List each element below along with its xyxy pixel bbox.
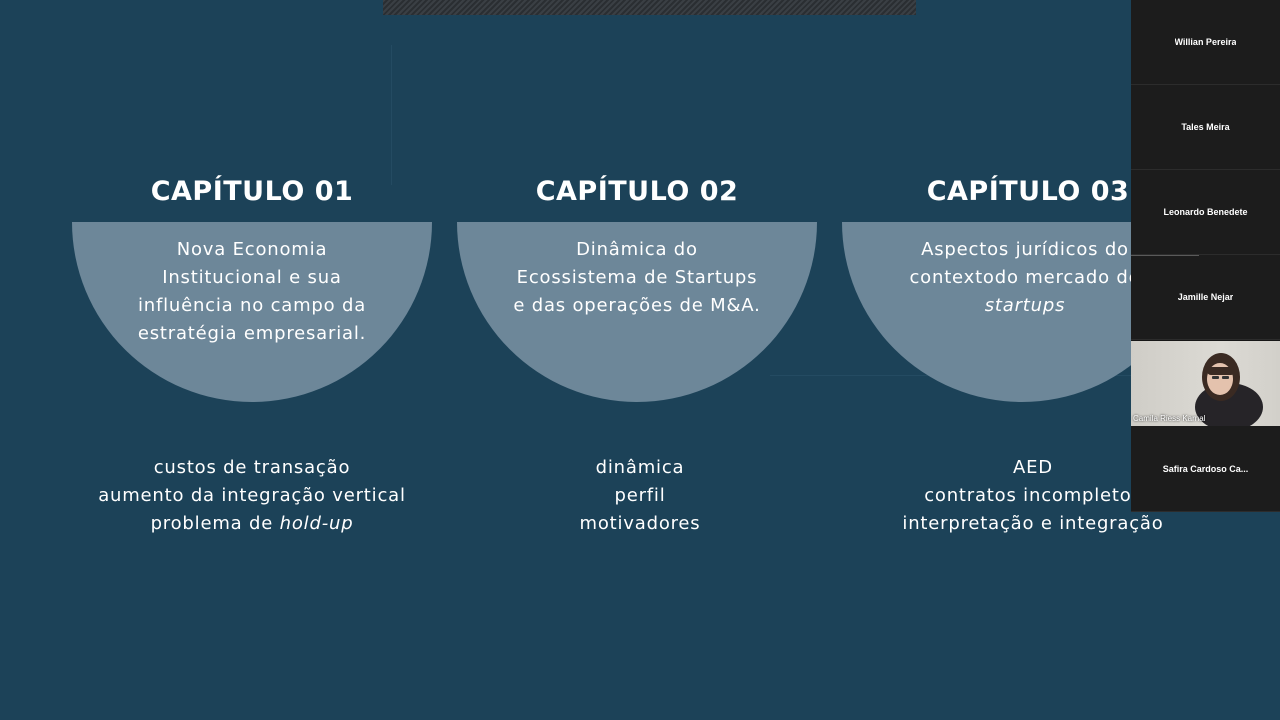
participant-name: Tales Meira (1181, 122, 1230, 132)
participant-video-tile[interactable]: Camila Riess Karnal (1131, 341, 1280, 426)
chapter-keywords: dinâmica perfil motivadores (579, 457, 701, 534)
active-speaker-indicator (1131, 255, 1199, 256)
participant-name: Safira Cardoso Ca... (1162, 463, 1249, 474)
participant-tile[interactable]: Leonardo Benedete (1131, 170, 1280, 255)
shared-screen-top-strip (383, 0, 916, 15)
chapter-title: CAPÍTULO 01 (150, 176, 354, 207)
participant-tile[interactable]: Jamille Nejar (1131, 255, 1280, 340)
participant-name: Leonardo Benedete (1163, 207, 1248, 217)
participant-name: Willian Pereira (1174, 37, 1237, 47)
decorative-divider (391, 45, 392, 185)
participant-name: Jamille Nejar (1177, 292, 1234, 302)
participant-tile[interactable]: Willian Pereira (1131, 0, 1280, 85)
chapter-keywords: custos de transação aumento da integraçã… (98, 457, 406, 534)
chapter-title: CAPÍTULO 02 (535, 176, 739, 207)
chapter-keywords: AED contratos incompletos interpretação … (902, 457, 1164, 534)
chapter-description: Nova Economia Institucional e sua influê… (137, 239, 367, 344)
participant-name: Camila Riess Karnal (1133, 414, 1206, 423)
chapter-description: Aspectos jurídicos do contextodo mercado… (909, 239, 1141, 316)
chapter-description: Dinâmica do Ecossistema de Startups e da… (513, 239, 761, 316)
participant-video-feed (1195, 353, 1263, 426)
participant-tile[interactable]: Safira Cardoso Ca... (1131, 426, 1280, 512)
chapter-title: CAPÍTULO 03 (926, 176, 1130, 207)
participant-tile[interactable]: Tales Meira (1131, 85, 1280, 170)
